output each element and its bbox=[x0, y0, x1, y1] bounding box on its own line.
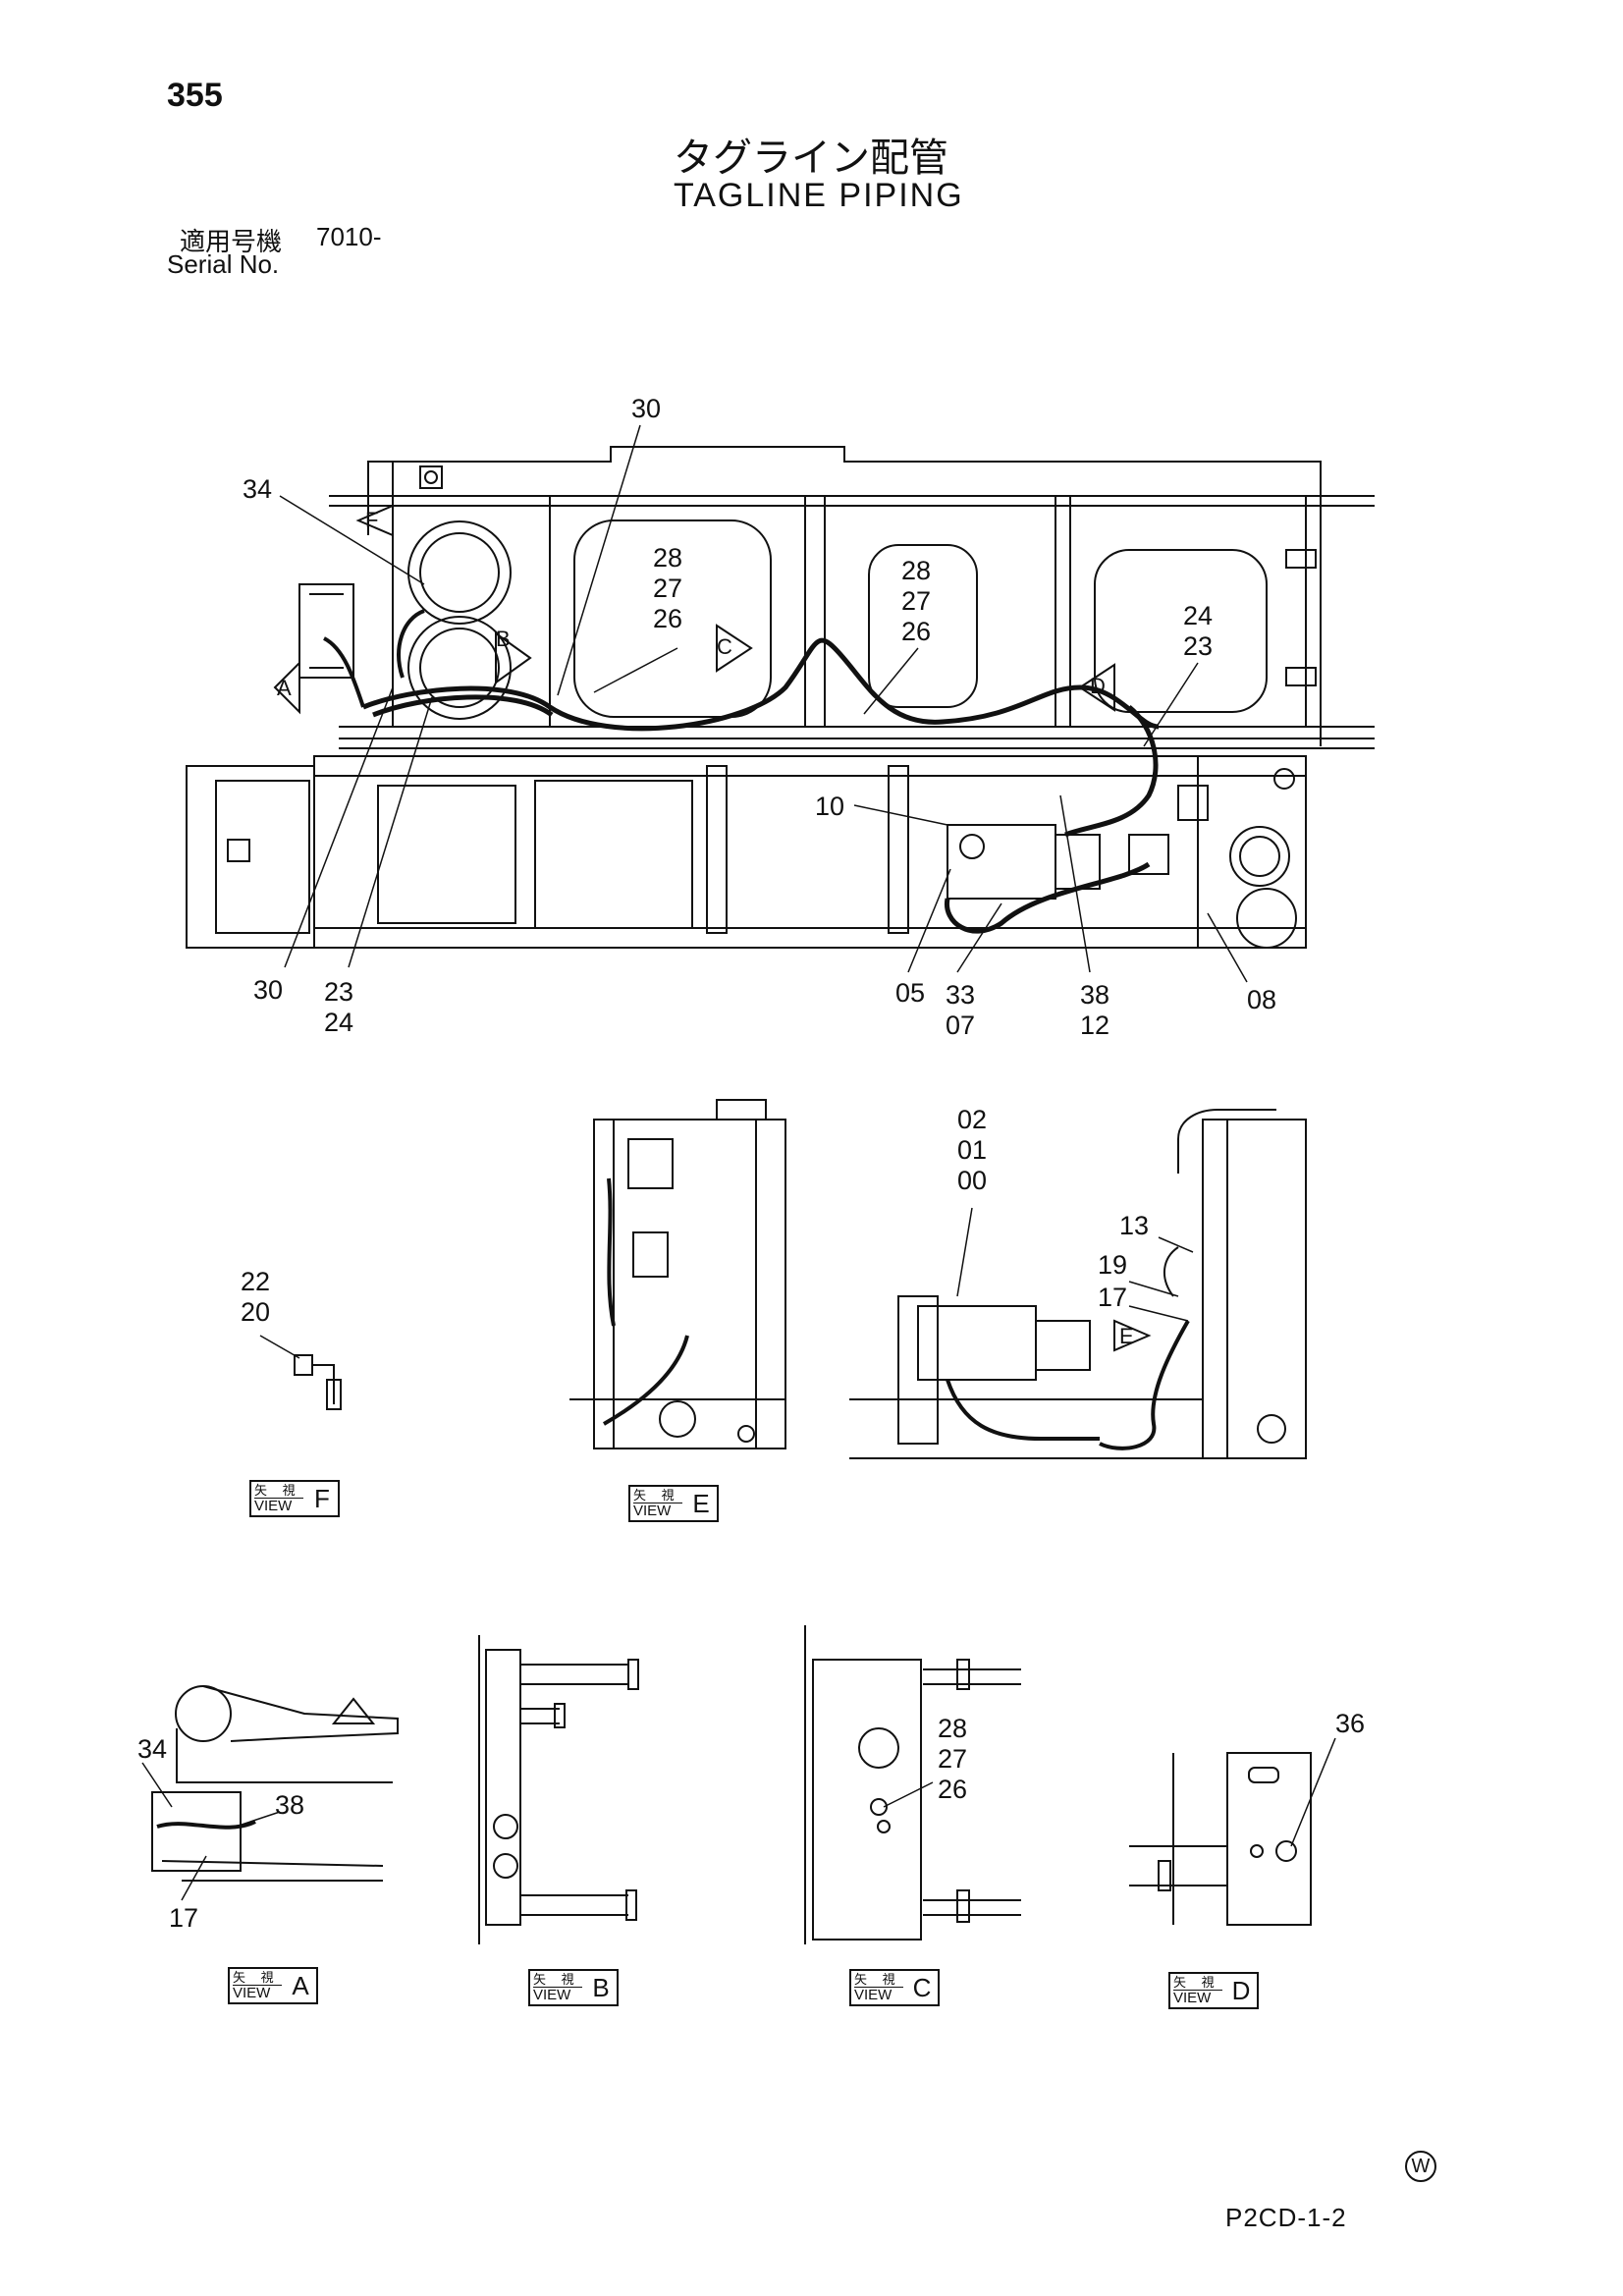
callout-17-view-a: 17 bbox=[169, 1903, 199, 1933]
callout-10: 10 bbox=[815, 792, 845, 821]
side-view-drawing bbox=[849, 1109, 1307, 1459]
callout-stack-24-23: 24 23 bbox=[1183, 601, 1214, 661]
hose-lines-left bbox=[322, 609, 425, 708]
view-arrow-f: F bbox=[365, 508, 379, 532]
view-arrow-b: B bbox=[496, 627, 511, 651]
callout-stack-33-07: 33 07 bbox=[946, 980, 976, 1040]
callout-30-top: 30 bbox=[631, 394, 662, 423]
callout-34-view-a: 34 bbox=[137, 1734, 168, 1764]
page-title: TAGLINE PIPING bbox=[674, 177, 964, 214]
serial-number: 7010- bbox=[316, 222, 382, 251]
page-title-japanese: タグライン配管 bbox=[674, 137, 948, 180]
callout-stack-38-12: 38 12 bbox=[1080, 980, 1110, 1040]
callout-34: 34 bbox=[243, 474, 273, 504]
view-a-drawing bbox=[141, 1685, 399, 1901]
serial-label: Serial No. bbox=[167, 249, 280, 279]
callout-05: 05 bbox=[895, 978, 926, 1008]
main-frame-lower bbox=[186, 755, 1307, 949]
callout-stack-28-27-26-mid: 28 27 26 bbox=[901, 556, 932, 646]
view-b-drawing bbox=[478, 1635, 639, 1944]
view-arrow-c: C bbox=[717, 634, 732, 659]
serial-label-japanese: 適用号機 bbox=[180, 227, 283, 256]
view-arrow-d: D bbox=[1090, 674, 1106, 698]
callout-19: 19 bbox=[1098, 1250, 1128, 1280]
callout-17: 17 bbox=[1098, 1283, 1128, 1312]
callout-08: 08 bbox=[1247, 985, 1277, 1014]
view-arrow-e: E bbox=[1119, 1324, 1134, 1348]
callout-30-bottom: 30 bbox=[253, 975, 284, 1005]
callout-stack-28-27-26-view-c: 28 27 26 bbox=[938, 1714, 968, 1804]
view-arrow-a: A bbox=[277, 676, 292, 700]
callout-36: 36 bbox=[1335, 1709, 1366, 1738]
callout-38-view-a: 38 bbox=[275, 1790, 305, 1820]
callout-stack-02-01-00: 02 01 00 bbox=[957, 1105, 988, 1195]
main-frame-upper bbox=[298, 446, 1375, 749]
view-arrow-markers bbox=[273, 504, 1115, 715]
leader-lines-main bbox=[279, 424, 1248, 983]
view-e-drawing bbox=[569, 1099, 786, 1449]
callout-13: 13 bbox=[1119, 1211, 1150, 1240]
callout-stack-22-20: 22 20 bbox=[241, 1267, 271, 1327]
callout-stack-23-24: 23 24 bbox=[324, 977, 354, 1037]
drawing-code: P2CD-1-2 bbox=[1225, 2203, 1347, 2232]
view-f-drawing bbox=[259, 1335, 342, 1410]
w-mark: W bbox=[1405, 2151, 1436, 2182]
page-number: 355 bbox=[167, 77, 223, 114]
view-d-drawing bbox=[1129, 1737, 1336, 1926]
hose-lines bbox=[362, 637, 1160, 934]
view-c-drawing bbox=[804, 1625, 1021, 1944]
callout-stack-28-27-26-left: 28 27 26 bbox=[653, 543, 683, 633]
